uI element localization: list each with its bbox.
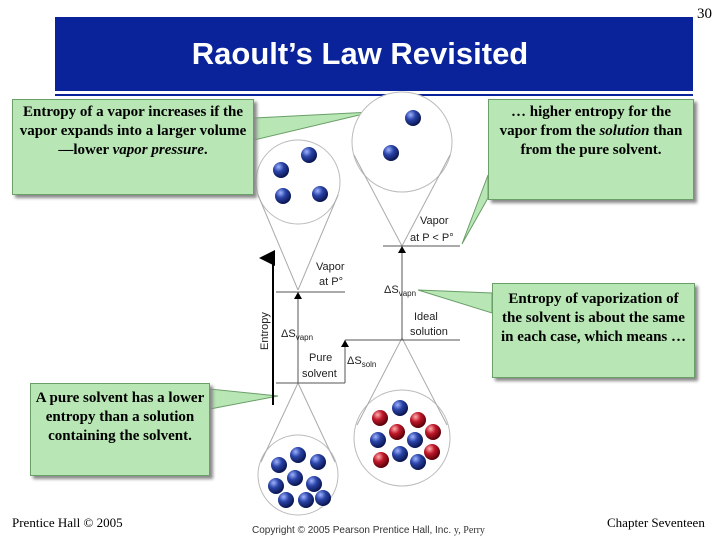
pure-solvent-callout: A pure solvent has a lower entropy than … [30, 383, 210, 476]
callout-3-pointer [417, 289, 493, 314]
vapor-expansion-callout: Entropy of a vapor increases if the vapo… [12, 99, 254, 195]
vapor-pressure-emphasis: vapor pressure [112, 142, 204, 158]
level-arrow-heads [294, 246, 406, 347]
vapor-low-p-label-2: at P < P° [410, 232, 454, 244]
delta-s-vapn-right: ΔSvapn [384, 284, 416, 298]
cone-lines [257, 154, 451, 463]
vaporization-callout: Entropy of vaporization of the solvent i… [492, 283, 695, 378]
footer-publisher: Prentice Hall © 2005 [12, 515, 123, 530]
footer-chapter: Chapter Seventeen [607, 515, 705, 530]
vapor-p0-label-2: at P° [319, 276, 343, 288]
entropy-axis-label: Entropy [259, 312, 271, 350]
pure-solvent-label-1: Pure [309, 352, 332, 364]
solution-molecules [370, 400, 441, 470]
slide-title: Raoult’s Law Revisited [191, 36, 529, 71]
title-bar [55, 17, 693, 94]
delta-s-soln: ΔSsoln [347, 355, 376, 369]
footer-copyright: Copyright © 2005 Pearson Prentice Hall, … [252, 525, 485, 536]
level-lines [276, 245, 460, 384]
callout-1-pointer [253, 111, 373, 141]
higher-entropy-callout: … higher entropy for the vapor from the … [488, 99, 694, 200]
vapor-p0-circle [255, 139, 341, 225]
vapor-p0-label-1: Vapor [316, 261, 345, 273]
vapor-low-p-label-1: Vapor [420, 215, 449, 227]
ideal-solution-label-2: solution [410, 326, 448, 338]
delta-s-vapn-left: ΔSvapn [281, 328, 313, 342]
vapor-p0-molecules [273, 147, 328, 204]
pure-solvent-molecules [268, 447, 331, 508]
solution-emphasis: solution [599, 123, 650, 139]
callout-4-pointer [209, 388, 279, 410]
vapor-low-p-molecules [383, 110, 421, 161]
pure-solvent-label-2: solvent [302, 368, 337, 380]
slide-number: 30 [697, 6, 712, 22]
vapor-low-p-circle [351, 91, 453, 193]
ideal-solution-label-1: Ideal [414, 311, 438, 323]
callout-2-pointer [461, 174, 489, 245]
